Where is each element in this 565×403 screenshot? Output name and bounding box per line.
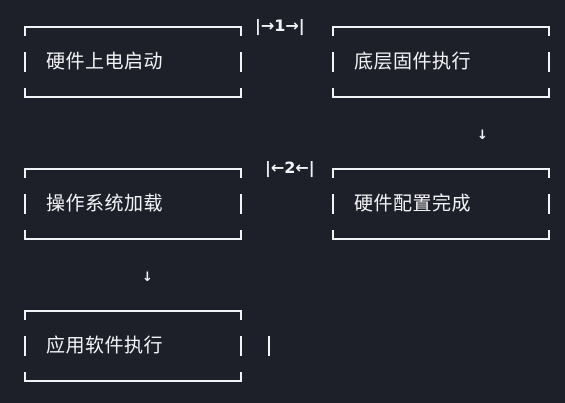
down-arrow-icon: ↓ xyxy=(142,270,153,285)
box-top-bracket xyxy=(24,168,242,178)
box-left-bar xyxy=(332,194,334,214)
box-label: 底层固件执行 xyxy=(354,50,472,73)
box-right-bar xyxy=(240,194,242,214)
box-top-bracket xyxy=(24,310,242,320)
box-top-bracket xyxy=(332,26,550,36)
box-top-bracket xyxy=(24,26,242,36)
box-label: 应用软件执行 xyxy=(46,334,164,357)
flow-box-application-execution: 应用软件执行 xyxy=(24,310,242,382)
down-arrow-icon: ↓ xyxy=(477,128,488,143)
box-top-bracket xyxy=(332,168,550,178)
box-label: 操作系统加载 xyxy=(46,192,164,215)
box-right-bar xyxy=(240,336,242,356)
connector-step-2: |←2←| xyxy=(265,158,315,177)
box-left-bar xyxy=(24,52,26,72)
box-label: 硬件上电启动 xyxy=(46,50,164,73)
box-label: 硬件配置完成 xyxy=(354,192,472,215)
box-bottom-bracket xyxy=(332,88,550,98)
box-bottom-bracket xyxy=(24,372,242,382)
box-right-bar xyxy=(548,52,550,72)
trailing-pipe xyxy=(268,336,270,356)
box-left-bar xyxy=(24,336,26,356)
box-left-bar xyxy=(332,52,334,72)
box-right-bar xyxy=(548,194,550,214)
flow-box-hardware-power-on: 硬件上电启动 xyxy=(24,26,242,98)
box-bottom-bracket xyxy=(24,230,242,240)
flow-box-hardware-config-complete: 硬件配置完成 xyxy=(332,168,550,240)
flow-box-os-loading: 操作系统加载 xyxy=(24,168,242,240)
connector-step-1: |→1→| xyxy=(255,16,305,35)
box-bottom-bracket xyxy=(24,88,242,98)
box-bottom-bracket xyxy=(332,230,550,240)
box-left-bar xyxy=(24,194,26,214)
box-right-bar xyxy=(240,52,242,72)
flow-box-firmware-execution: 底层固件执行 xyxy=(332,26,550,98)
